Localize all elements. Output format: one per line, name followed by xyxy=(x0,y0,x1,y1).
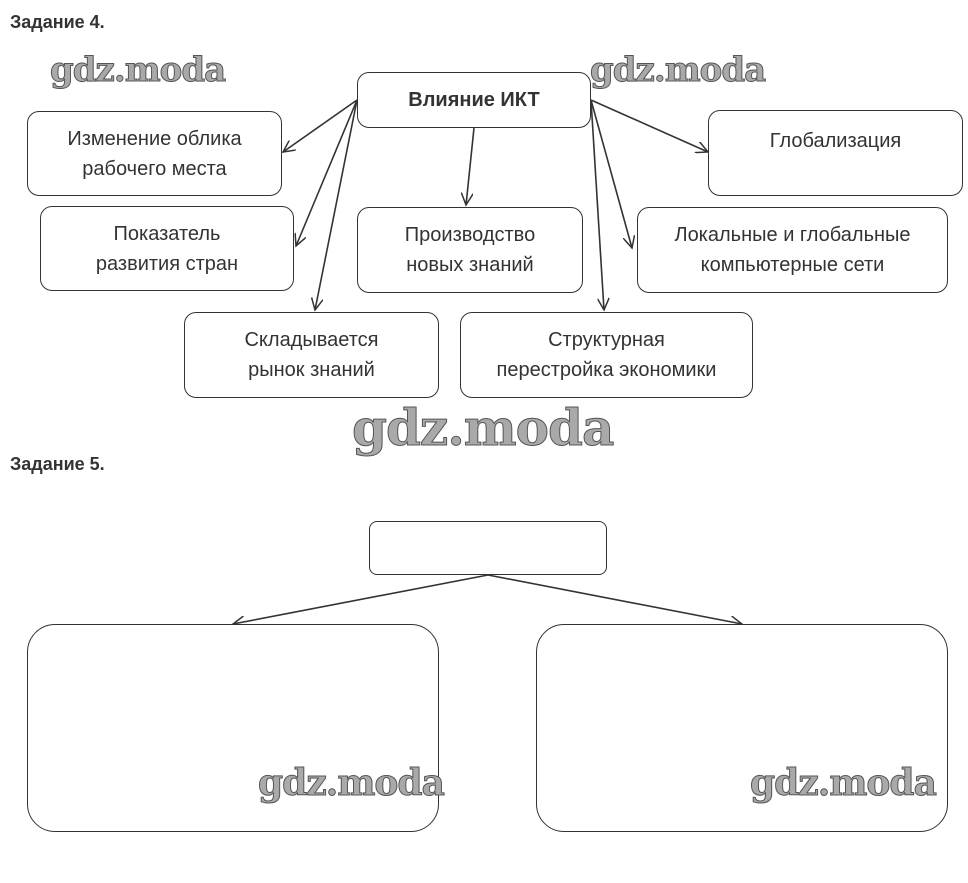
box-globalization: Глобализация xyxy=(708,110,963,196)
box-development: Показатель развития стран xyxy=(40,206,294,291)
task5-title: Задание 5. xyxy=(10,454,105,474)
arrow xyxy=(296,99,358,246)
watermark: gdz.moda xyxy=(750,762,938,805)
box-economy: Структурная перестройка экономики xyxy=(460,312,753,398)
task5-right-box xyxy=(536,624,948,832)
watermark: gdz.moda xyxy=(49,50,226,91)
box-knowledge-production: Производство новых знаний xyxy=(357,207,583,293)
arrow xyxy=(466,127,475,205)
box-workplace: Изменение облика рабочего места xyxy=(27,111,282,196)
arrow xyxy=(487,574,742,624)
arrow xyxy=(590,99,632,248)
watermark: gdz.moda xyxy=(351,398,614,458)
box-networks: Локальные и глобальные компьютерные сети xyxy=(637,207,948,293)
box-knowledge-market: Складывается рынок знаний xyxy=(184,312,439,398)
center-box: Влияние ИКТ xyxy=(357,72,591,128)
task5-top-box xyxy=(369,521,607,575)
task4-title: Задание 4. xyxy=(10,12,105,32)
arrow xyxy=(590,99,604,310)
arrow xyxy=(233,574,489,624)
arrow xyxy=(590,99,708,152)
arrow xyxy=(315,99,358,310)
watermark: gdz.moda xyxy=(258,762,446,805)
arrow xyxy=(283,99,358,152)
task5-left-box xyxy=(27,624,439,832)
watermark: gdz.moda xyxy=(589,50,766,91)
